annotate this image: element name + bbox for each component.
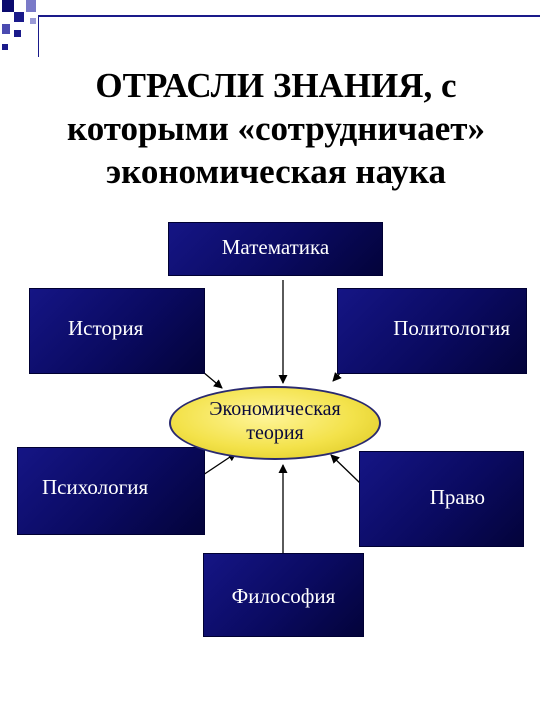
node-politology-label: Политология <box>393 316 510 340</box>
node-philosophy: Философия <box>203 553 364 637</box>
center-node-economic-theory: Экономическая теория <box>169 386 381 460</box>
node-psychology-label: Психология <box>42 475 149 499</box>
node-math: Математика <box>168 222 383 276</box>
corner-square <box>14 12 24 22</box>
top-rule <box>38 15 540 17</box>
node-law: Право <box>359 451 524 547</box>
title-line-3: экономическая наука <box>106 152 446 191</box>
corner-square <box>26 0 36 12</box>
node-history-label: История <box>68 316 144 340</box>
title-line-1: ОТРАСЛИ ЗНАНИЯ, с <box>95 66 457 105</box>
slide-title: ОТРАСЛИ ЗНАНИЯ, с которыми «сотрудничает… <box>20 64 532 193</box>
center-label-line-1: Экономическая <box>209 398 341 420</box>
corner-square <box>2 24 10 34</box>
node-history: История <box>29 288 205 374</box>
node-psychology: Психология <box>17 447 205 535</box>
arrow-law-to-center <box>330 454 361 484</box>
side-rule <box>38 17 39 57</box>
arrow-history-to-center <box>202 371 223 389</box>
node-philosophy-label: Философия <box>231 584 336 608</box>
node-math-label: Математика <box>221 235 330 259</box>
node-politology: Политология <box>337 288 527 374</box>
corner-square <box>2 0 14 12</box>
title-line-2: которыми «сотрудничает» <box>66 109 486 148</box>
center-label-line-2: теория <box>246 422 304 444</box>
node-law-label: Право <box>429 485 485 509</box>
corner-square <box>30 18 36 24</box>
corner-square <box>14 30 21 37</box>
corner-square <box>2 44 8 50</box>
